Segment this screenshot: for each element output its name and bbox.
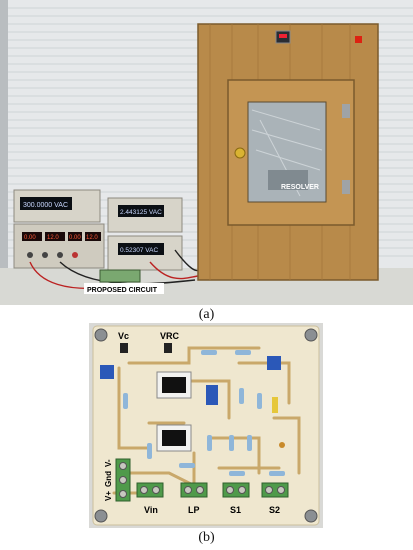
- pcb-board: [92, 325, 320, 526]
- circuit-board-photo: Vc VRC Vin LP S1 S2 V+ Gnd V-: [89, 323, 323, 528]
- svg-text:12.0: 12.0: [86, 235, 98, 241]
- ic-top: [156, 371, 192, 399]
- door-knob: [234, 147, 246, 159]
- terminal-s1: [222, 482, 250, 498]
- resolver-cabinet: RESOLVER: [197, 23, 379, 281]
- ic-bottom: [156, 424, 192, 452]
- label-vminus: V-: [104, 459, 113, 467]
- trimmer-right: [267, 356, 281, 370]
- capacitor: [279, 442, 285, 448]
- supply-readouts: 0.00 12.0 0.00 12.0: [22, 232, 101, 241]
- test-point-vc: [120, 343, 128, 353]
- lab-setup-photo: 300.0000 VAC 0.00 12.0 0.00 12.0 2.44312…: [0, 0, 413, 305]
- proposed-circuit-label: PROPOSED CIRCUIT: [87, 287, 158, 294]
- trimmer-left: [100, 365, 114, 379]
- display-mid: 2.443125 VAC: [120, 209, 162, 216]
- proposed-circuit-label-bg: [84, 283, 164, 294]
- svg-text:0.00: 0.00: [69, 235, 81, 241]
- display-top: 300.0000 VAC: [23, 202, 68, 209]
- caption-b: (b): [198, 530, 215, 545]
- door-hinge-bottom: [342, 180, 350, 194]
- label-s1: S1: [230, 505, 241, 515]
- terminal-lp: [180, 482, 208, 498]
- svg-text:0.00: 0.00: [24, 235, 36, 241]
- door-hinge-top: [342, 104, 350, 118]
- terminal-s2: [261, 482, 289, 498]
- resolver-label: RESOLVER: [281, 184, 319, 191]
- resistors: [123, 350, 285, 476]
- resolver-device: [268, 170, 308, 190]
- label-s2: S2: [269, 505, 280, 515]
- display-low: 0.52307 VAC: [120, 247, 158, 254]
- power-terminal: [115, 458, 131, 502]
- yellow-component: [272, 397, 278, 413]
- label-gnd: Gnd: [104, 471, 113, 487]
- svg-text:12.0: 12.0: [47, 235, 59, 241]
- label-vplus: V+: [104, 491, 113, 501]
- label-vin: Vin: [144, 505, 158, 515]
- trimmer-center: [206, 385, 218, 405]
- foil-texture: [251, 109, 323, 197]
- label-vc: Vc: [118, 331, 129, 341]
- instrument-stack: 300.0000 VAC 0.00 12.0 0.00 12.0 2.44312…: [13, 189, 183, 271]
- caption-a: (a): [198, 307, 215, 322]
- mounting-screws: [94, 328, 318, 523]
- label-lp: LP: [188, 505, 200, 515]
- test-point-vrc: [164, 343, 172, 353]
- terminal-vin: [136, 482, 164, 498]
- proposed-circuit-board: [99, 269, 141, 283]
- window-frame: [0, 0, 8, 270]
- label-vrc: VRC: [160, 331, 180, 341]
- indicator-lamp: [355, 36, 362, 43]
- pcb-traces: [112, 346, 301, 495]
